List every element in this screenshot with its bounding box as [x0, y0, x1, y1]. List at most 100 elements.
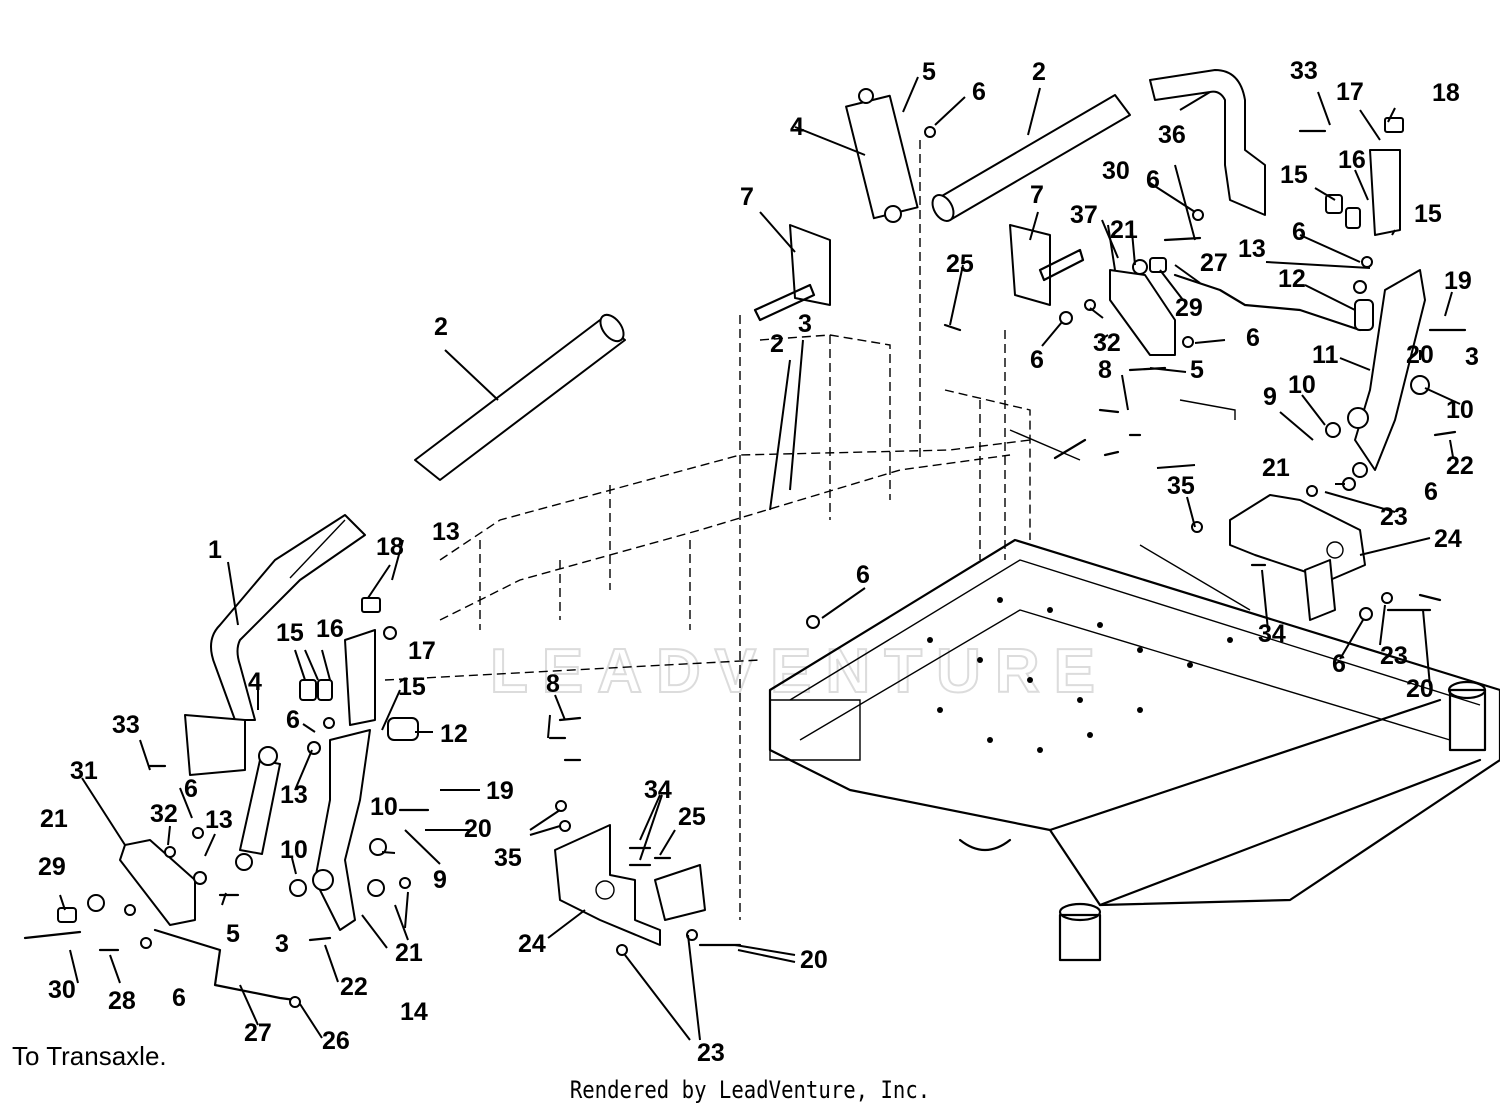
callout-20d: 20	[800, 946, 828, 974]
callout-6f: 6	[1424, 478, 1438, 506]
callout-28: 28	[108, 987, 136, 1015]
callout-23b: 23	[1380, 642, 1408, 670]
callout-30b: 30	[48, 976, 76, 1004]
callout-3b: 3	[1465, 343, 1479, 371]
callout-29b: 29	[38, 853, 66, 881]
callout-15b: 15	[1414, 200, 1442, 228]
callout-27b: 27	[244, 1019, 272, 1047]
callout-5c: 5	[226, 920, 240, 948]
callout-1: 1	[208, 536, 222, 564]
callout-5a: 5	[922, 58, 936, 86]
callout-23c: 23	[697, 1039, 725, 1067]
callout-6c: 6	[1292, 218, 1306, 246]
callout-6k: 6	[172, 984, 186, 1012]
callout-14: 14	[400, 998, 428, 1026]
callout-4b: 4	[248, 668, 262, 696]
callout-6d: 6	[1030, 346, 1044, 374]
callout-5b: 5	[1190, 356, 1204, 384]
callout-13d: 13	[205, 806, 233, 834]
handle-bar-right	[931, 69, 1266, 222]
gas-spring-upper	[845, 88, 919, 223]
callout-24a: 24	[1434, 525, 1462, 553]
callout-7b: 7	[1030, 181, 1044, 209]
floor-holes	[927, 597, 1233, 753]
callout-2b: 2	[770, 330, 784, 358]
callout-6e: 6	[1246, 324, 1260, 352]
callout-9b: 9	[433, 866, 447, 894]
callout-21c: 21	[40, 805, 68, 833]
callout-8a: 8	[1098, 356, 1112, 384]
handle-bar-left	[184, 313, 626, 776]
note-to-transaxle: To Transaxle.	[12, 1041, 167, 1071]
callout-20c: 20	[1406, 675, 1434, 703]
control-arm-right	[1347, 149, 1426, 471]
watermark: LEADVENTURE	[490, 637, 1109, 706]
callout-16a: 16	[1338, 146, 1366, 174]
callout-10d: 10	[280, 836, 308, 864]
callout-22b: 22	[340, 973, 368, 1001]
callout-20a: 20	[1406, 341, 1434, 369]
callout-3c: 3	[275, 930, 289, 958]
callout-6a: 6	[972, 78, 986, 106]
callout-6h: 6	[1332, 650, 1346, 678]
callout-33b: 33	[112, 711, 140, 739]
leader-lines	[59, 76, 1461, 1041]
bracket-24-upper	[1229, 494, 1366, 621]
bracket-plate-right	[1009, 224, 1085, 306]
callout-21a: 21	[1110, 216, 1138, 244]
callout-9a: 9	[1263, 383, 1277, 411]
callout-6g: 6	[856, 561, 870, 589]
callout-17a: 17	[1336, 78, 1364, 106]
callout-25b: 25	[678, 803, 706, 831]
callout-22a: 22	[1446, 452, 1474, 480]
callout-35a: 35	[1167, 472, 1195, 500]
linkage-rod-right	[1173, 273, 1362, 332]
callout-15d: 15	[398, 673, 426, 701]
callout-15a: 15	[1280, 161, 1308, 189]
callout-17b: 17	[408, 637, 436, 665]
bracket-24-lower	[554, 824, 706, 946]
render-credit: Rendered by LeadVenture, Inc.	[569, 1076, 931, 1104]
callout-7a: 7	[740, 183, 754, 211]
callout-34b: 34	[644, 776, 672, 804]
callout-25a: 25	[946, 250, 974, 278]
callout-30a: 30	[1102, 157, 1130, 185]
callout-34a: 34	[1258, 620, 1286, 648]
plate-37	[1109, 269, 1176, 356]
control-arm-left	[312, 629, 376, 931]
callout-37: 37	[1070, 201, 1098, 229]
callout-27a: 27	[1200, 249, 1228, 277]
callout-20b: 20	[464, 815, 492, 843]
callout-3a: 3	[798, 310, 812, 338]
callout-11: 11	[1312, 341, 1339, 369]
callout-36: 36	[1158, 121, 1186, 149]
linkage-rod-left	[153, 928, 297, 1002]
callout-18a: 18	[1432, 79, 1460, 107]
callout-16b: 16	[316, 615, 344, 643]
bracket-plate-left	[753, 224, 831, 322]
callout-10c: 10	[370, 793, 398, 821]
callout-labels: 1 2 2 2 3 3 3 4 4 5 5 5 6 6 6 6 6 6 6 6 …	[38, 57, 1479, 1067]
callout-15c: 15	[276, 619, 304, 647]
callout-21b: 21	[1262, 454, 1290, 482]
callout-21d: 21	[395, 939, 423, 967]
callout-23a: 23	[1380, 503, 1408, 531]
callout-24b: 24	[518, 930, 546, 958]
callout-35b: 35	[494, 844, 522, 872]
small-hardware	[23, 117, 1467, 1008]
plate-31	[119, 839, 196, 926]
gas-spring-lower	[235, 746, 281, 871]
callout-8b: 8	[546, 670, 560, 698]
callout-32b: 32	[150, 800, 178, 828]
callout-6b: 6	[1146, 166, 1160, 194]
callout-18b: 18	[376, 533, 404, 561]
callout-13a: 13	[1238, 235, 1266, 263]
callout-33a: 33	[1290, 57, 1318, 85]
callout-2a: 2	[434, 313, 448, 341]
chassis-frame	[384, 140, 1500, 962]
callout-32a: 32	[1093, 329, 1121, 357]
callout-10b: 10	[1446, 396, 1474, 424]
callout-13c: 13	[280, 781, 308, 809]
callout-6j: 6	[184, 775, 198, 803]
